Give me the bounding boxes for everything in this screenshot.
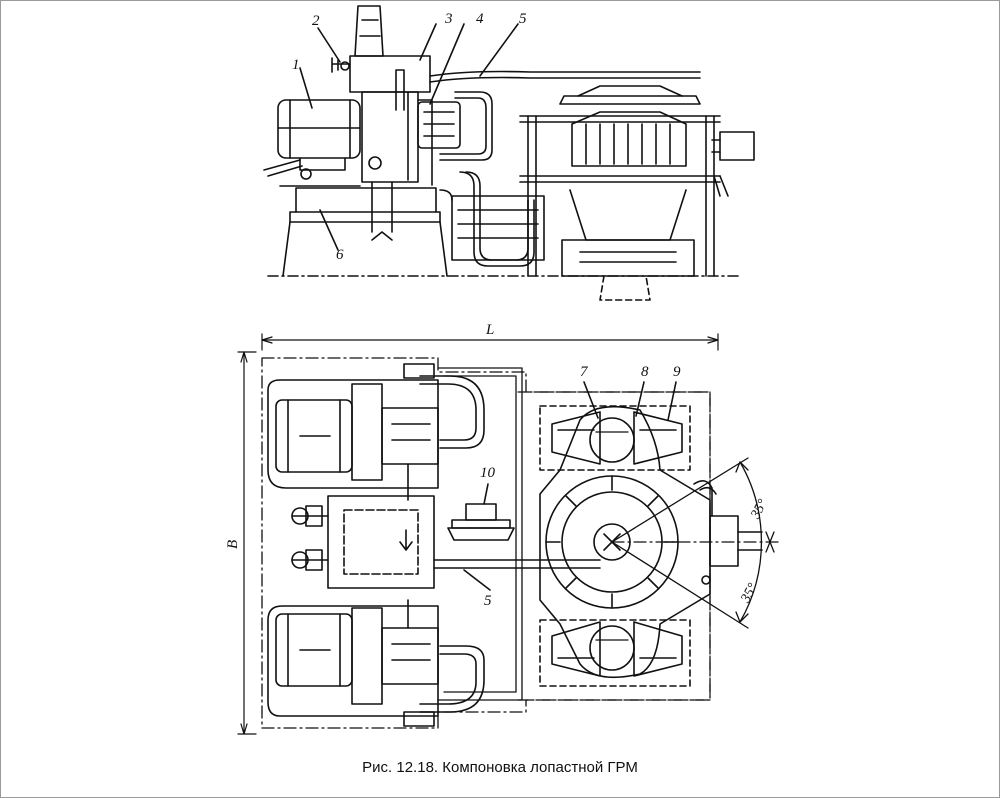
callout-9: 9: [673, 364, 681, 380]
callout-5-plan: 5: [484, 593, 492, 609]
callout-5: 5: [519, 11, 527, 27]
callout-3: 3: [445, 11, 453, 27]
callout-6: 6: [336, 247, 344, 263]
callout-10: 10: [480, 465, 495, 481]
callout-1: 1: [292, 57, 300, 73]
dimension-width-label: B: [225, 540, 241, 549]
figure-caption: Рис. 12.18. Компоновка лопастной ГРМ: [362, 759, 638, 776]
plan-view: [237, 333, 783, 735]
angle-lower-label: 35°: [738, 581, 761, 607]
callout-7: 7: [580, 364, 588, 380]
callout-2: 2: [312, 13, 320, 29]
callout-4: 4: [476, 11, 484, 27]
dimension-length-label: L: [485, 322, 494, 338]
angle-upper-label: 35°: [748, 497, 771, 523]
callout-8: 8: [641, 364, 649, 380]
